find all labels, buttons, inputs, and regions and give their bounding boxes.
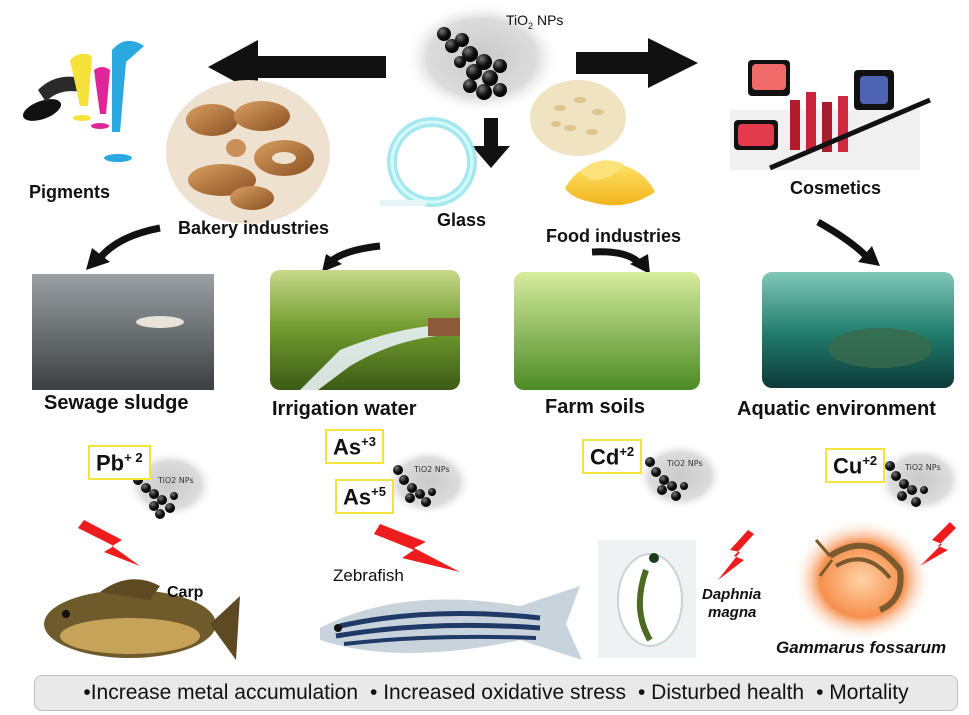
center-np-label-tail: NPs <box>533 12 563 28</box>
label-sewage-sludge: Sewage sludge <box>44 392 189 415</box>
ion-as3-charge: +3 <box>361 434 376 449</box>
ion-cu-charge: +2 <box>862 453 877 468</box>
ion-cd-charge: +2 <box>619 444 634 459</box>
sewage-sludge-image <box>32 274 214 390</box>
rice-image <box>530 80 626 156</box>
np-cloud-cd <box>636 442 724 510</box>
label-irrigation-water: Irrigation water <box>272 398 416 421</box>
pigments-image <box>20 41 144 162</box>
label-pigments: Pigments <box>29 182 110 203</box>
ion-as3: As+3 <box>325 429 384 464</box>
farm-soils-image <box>514 272 700 390</box>
np-label-cd: TiO2 NPs <box>667 459 703 468</box>
np-label-as: TiO2 NPs <box>414 465 450 474</box>
glass-image <box>380 122 472 206</box>
arrow-down <box>472 118 510 168</box>
label-glass: Glass <box>437 210 486 231</box>
label-farm-soils: Farm soils <box>545 396 645 419</box>
daphnia-image <box>598 540 696 658</box>
ion-as5: As+5 <box>335 479 394 514</box>
label-carp: Carp <box>167 584 203 602</box>
gammarus-glow <box>792 518 932 642</box>
carp-image <box>44 579 240 660</box>
label-aquatic-environment: Aquatic environment <box>737 398 936 421</box>
center-np-label-main: TiO <box>506 12 528 28</box>
effect-oxidative-stress: • Increased oxidative stress <box>370 681 626 705</box>
zebrafish-image <box>320 586 582 660</box>
chips-image <box>565 160 655 205</box>
center-np-label: TiO2 NPs <box>506 12 563 31</box>
label-food: Food industries <box>546 226 681 247</box>
np-label-cu: TiO2 NPs <box>905 463 941 472</box>
label-daphnia-2: magna <box>708 604 756 621</box>
ion-pb: Pb+ 2 <box>88 445 151 480</box>
ion-pb-base: Pb <box>96 450 124 475</box>
effect-metal-accumulation: •Increase metal accumulation <box>83 681 358 705</box>
np-label-pb: TiO2 NPs <box>158 476 194 485</box>
effect-disturbed-health: • Disturbed health <box>638 681 804 705</box>
ion-cu-base: Cu <box>833 453 862 478</box>
label-cosmetics: Cosmetics <box>790 178 881 199</box>
lightning-zebrafish-icon <box>374 524 460 572</box>
ion-cd: Cd+2 <box>582 439 642 474</box>
cosmetics-image <box>730 60 930 170</box>
lightning-carp-icon <box>78 520 140 566</box>
ion-cd-base: Cd <box>590 444 619 469</box>
np-cloud-as <box>384 448 472 516</box>
effects-bar: •Increase metal accumulation • Increased… <box>34 675 958 711</box>
label-gammarus: Gammarus fossarum <box>776 638 946 658</box>
effect-mortality: • Mortality <box>816 681 909 705</box>
label-bakery: Bakery industries <box>178 218 329 239</box>
ion-as5-base: As <box>343 484 371 509</box>
label-zebrafish: Zebrafish <box>333 566 404 586</box>
np-cloud-cu <box>876 446 964 514</box>
ion-cu: Cu+2 <box>825 448 885 483</box>
lightning-daphnia-icon <box>718 530 754 580</box>
ion-as5-charge: +5 <box>371 484 386 499</box>
ion-as3-base: As <box>333 434 361 459</box>
label-daphnia-1: Daphnia <box>702 586 761 603</box>
arrow-right <box>576 38 698 88</box>
ion-pb-charge: + 2 <box>124 450 142 465</box>
